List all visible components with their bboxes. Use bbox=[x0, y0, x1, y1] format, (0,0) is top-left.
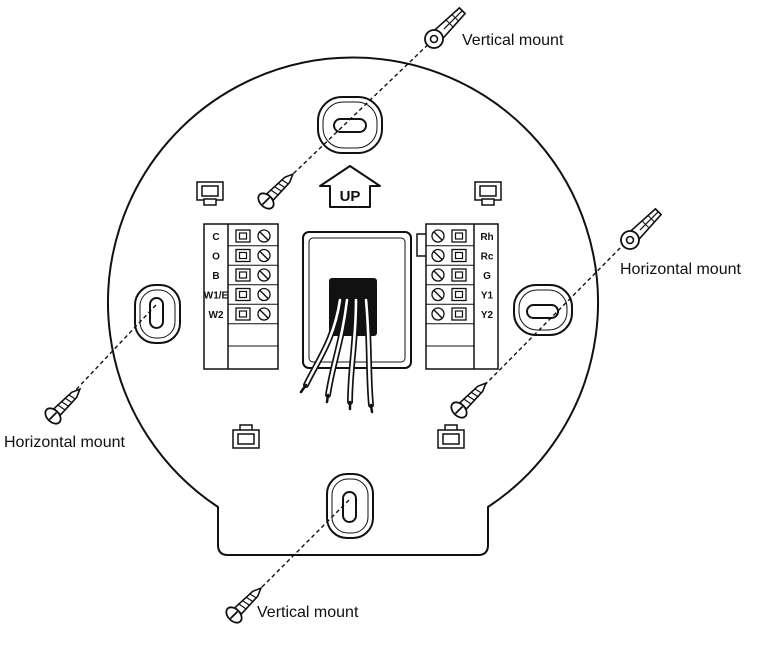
terminal-left: O bbox=[212, 248, 278, 266]
callout-vertical-mount-top: Vertical mount bbox=[462, 32, 564, 49]
mounting-slot-right bbox=[513, 284, 573, 336]
screw-icon bbox=[44, 387, 82, 425]
mounting-slot-bottom bbox=[326, 473, 374, 539]
terminal-label: O bbox=[212, 252, 220, 263]
terminal-label: Y1 bbox=[481, 291, 494, 302]
terminal-block-left: COB W1/E W2 bbox=[203, 223, 279, 370]
terminal-label: G bbox=[483, 271, 491, 282]
terminal-right: Y2 bbox=[426, 307, 494, 325]
wall-anchor-icon bbox=[620, 207, 663, 250]
terminal-label: W2 bbox=[209, 310, 224, 321]
terminal-right: Rh bbox=[426, 229, 494, 247]
terminal-right: Rc bbox=[426, 248, 494, 266]
terminal-label: Rc bbox=[481, 252, 494, 263]
terminal-left: C bbox=[212, 229, 278, 247]
terminal-left: W1/E bbox=[204, 287, 278, 305]
wall-anchor-icon bbox=[424, 6, 467, 49]
terminal-left: W2 bbox=[209, 307, 278, 325]
screw-icon bbox=[450, 381, 488, 419]
terminal-label: W1/E bbox=[204, 291, 229, 302]
latch-tab-top-left bbox=[196, 181, 224, 206]
latch-tab-bottom-right bbox=[437, 424, 465, 449]
callout-horizontal-mount-left: Horizontal mount bbox=[4, 434, 126, 451]
mounting-guide-lines bbox=[53, 34, 631, 613]
latch-tab-top-right bbox=[474, 181, 502, 206]
terminal-right: Y1 bbox=[426, 287, 494, 305]
terminal-label: C bbox=[212, 232, 219, 243]
terminal-label: Y2 bbox=[481, 310, 494, 321]
screw-icon bbox=[225, 586, 263, 624]
wires bbox=[299, 297, 374, 414]
callout-horizontal-mount-right: Horizontal mount bbox=[620, 261, 742, 278]
terminal-left: B bbox=[212, 268, 278, 286]
screw-icon bbox=[257, 172, 295, 210]
callout-vertical-mount-bottom: Vertical mount bbox=[257, 604, 359, 621]
latch-tab-bottom-left bbox=[232, 424, 260, 449]
mounting-slot-left bbox=[134, 284, 181, 344]
terminal-label: Rh bbox=[480, 232, 493, 243]
up-arrow: UP bbox=[319, 165, 381, 208]
terminal-right: G bbox=[426, 268, 491, 286]
mounting-slot-top bbox=[317, 96, 383, 154]
up-label: UP bbox=[340, 188, 361, 205]
terminal-label: B bbox=[212, 271, 219, 282]
